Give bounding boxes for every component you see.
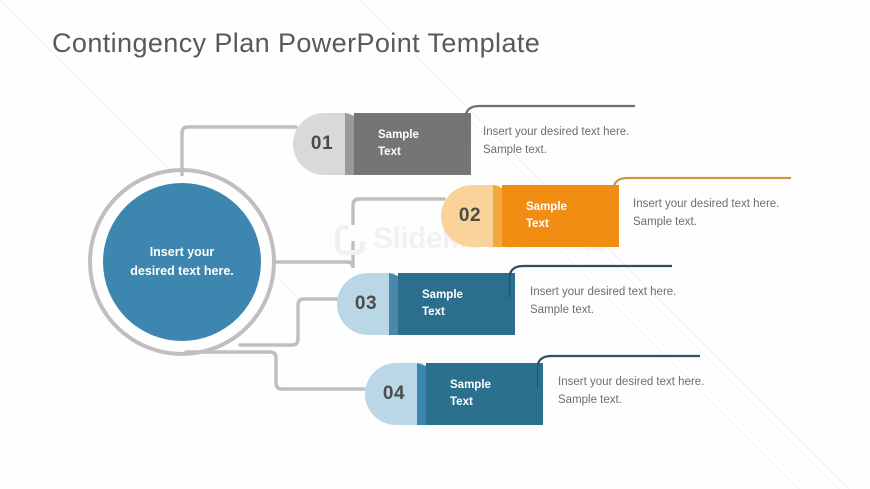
step-description-04: Insert your desired text here. Sample te… (558, 373, 704, 409)
step-callout-line-02 (613, 176, 791, 210)
step-box-02[interactable]: Sample Text (502, 185, 619, 247)
step-label-02: Sample Text (502, 199, 567, 233)
step-number-04: 04 (382, 383, 406, 404)
step-description-line2-02: Sample text. (633, 216, 697, 228)
step-description-line1-02: Insert your desired text here. (633, 198, 780, 210)
step-box-04[interactable]: Sample Text (426, 363, 543, 425)
step-row-03[interactable]: 03 Sample Text Insert your desired text … (337, 264, 757, 335)
step-badge-04[interactable]: 04 (365, 363, 423, 425)
step-description-02: Insert your desired text here. Sample te… (633, 195, 779, 231)
step-label-line1-02: Sample (526, 201, 567, 213)
step-number-02: 02 (458, 205, 482, 226)
center-circle-text: Insert your desired text here. (130, 245, 234, 278)
step-label-line1-03: Sample (422, 289, 463, 301)
step-box-03[interactable]: Sample Text (398, 273, 515, 335)
step-label-line1-04: Sample (450, 379, 491, 391)
step-box-01[interactable]: Sample Text (354, 113, 471, 175)
page-title: Contingency Plan PowerPoint Template (52, 28, 541, 58)
center-ring (88, 168, 276, 356)
step-label-line1-01: Sample (378, 129, 419, 141)
step-row-02[interactable]: 02 Sample Text Insert your desired text … (441, 176, 861, 247)
step-label-line2-04: Text (450, 396, 473, 408)
step-badge-03[interactable]: 03 (337, 273, 395, 335)
step-row-01[interactable]: 01 Sample Text Insert your desired text … (293, 104, 853, 175)
step-description-line2-01: Sample text. (483, 144, 547, 156)
step-badge-01[interactable]: 01 (293, 113, 351, 175)
step-description-03: Insert your desired text here. Sample te… (530, 283, 676, 319)
step-description-01: Insert your desired text here. Sample te… (483, 123, 629, 159)
step-callout-line-03 (509, 264, 672, 298)
slidemodel-logo-icon (335, 225, 365, 255)
step-description-line2-04: Sample text. (558, 394, 622, 406)
step-label-line2-01: Text (378, 146, 401, 158)
step-number-03: 03 (354, 293, 378, 314)
step-description-line1-04: Insert your desired text here. (558, 376, 705, 388)
step-callout-line-01 (465, 104, 635, 138)
step-number-01: 01 (310, 133, 334, 154)
step-label-04: Sample Text (426, 377, 491, 411)
step-badge-02[interactable]: 02 (441, 185, 499, 247)
step-description-line1-03: Insert your desired text here. (530, 286, 677, 298)
step-label-line2-03: Text (422, 306, 445, 318)
step-label-01: Sample Text (354, 127, 419, 161)
step-label-03: Sample Text (398, 287, 463, 321)
step-label-line2-02: Text (526, 218, 549, 230)
step-callout-line-04 (537, 354, 700, 388)
step-row-04[interactable]: 04 Sample Text Insert your desired text … (365, 354, 785, 425)
center-circle[interactable]: Insert your desired text here. (103, 183, 261, 341)
step-description-line1-01: Insert your desired text here. (483, 126, 630, 138)
step-description-line2-03: Sample text. (530, 304, 594, 316)
